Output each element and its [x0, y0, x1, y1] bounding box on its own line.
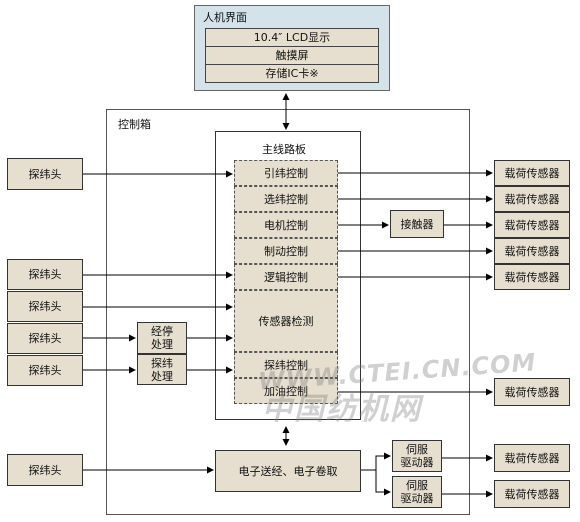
mainboard-title: 主线路板	[262, 143, 306, 156]
hmi-title: 人机界面	[203, 11, 247, 24]
load-sensor-5: 载荷传感器	[494, 264, 570, 290]
electronic-letoff-takeup: 电子送经、电子卷取	[215, 450, 361, 492]
module-weft-selection: 选纬控制	[234, 186, 338, 212]
load-sensor-8: 载荷传感器	[494, 480, 570, 508]
hmi-panel: 人机界面 10.4″ LCD显示 触摸屏 存储IC卡※	[194, 5, 390, 91]
load-sensor-6: 载荷传感器	[494, 378, 570, 406]
control-box-title: 控制箱	[118, 118, 151, 131]
module-oil-control: 加油控制	[234, 378, 338, 404]
weft-probe-head-2: 探纬头	[7, 259, 83, 290]
load-sensor-4: 载荷传感器	[494, 238, 570, 264]
module-logic-control: 逻辑控制	[234, 264, 338, 290]
load-sensor-1: 载荷传感器	[494, 160, 570, 186]
servo-driver-2: 伺服 驱动器	[392, 476, 442, 508]
module-sensor-detection: 传感器检测	[234, 290, 338, 352]
module-weft-insertion: 引纬控制	[234, 160, 338, 186]
takeup-to-servo2	[375, 470, 391, 496]
weft-probe-head-3: 探纬头	[7, 291, 83, 322]
contactor: 接触器	[390, 210, 444, 238]
weft-probe-head-1: 探纬头	[7, 158, 83, 190]
servo-driver-1: 伺服 驱动器	[392, 440, 442, 472]
weft-probe-head-4: 探纬头	[7, 323, 83, 354]
weft-probe-head-6: 探纬头	[7, 454, 83, 486]
module-brake-control: 制动控制	[234, 238, 338, 264]
hmi-item-ic-card: 存储IC卡※	[205, 64, 379, 83]
load-sensor-7: 载荷传感器	[494, 444, 570, 472]
load-sensor-2: 载荷传感器	[494, 186, 570, 212]
warp-stop-processing: 经停 处理	[137, 322, 187, 354]
takeup-to-servo1	[361, 452, 391, 471]
module-weft-probe-control: 探纬控制	[234, 352, 338, 378]
weft-probe-head-5: 探纬头	[7, 355, 83, 386]
load-sensor-3: 载荷传感器	[494, 212, 570, 238]
module-motor-control: 电机控制	[234, 212, 338, 238]
weft-probe-processing: 探纬 处理	[137, 354, 187, 385]
